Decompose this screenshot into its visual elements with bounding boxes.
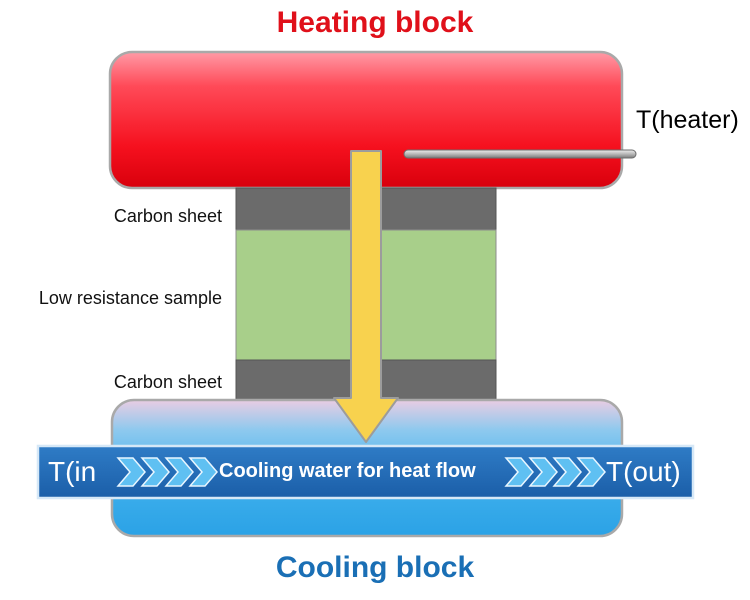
carbon-sheet-bottom-label: Carbon sheet [113, 372, 222, 392]
chevron-icon [140, 457, 170, 487]
flow-chevrons-outlet [504, 457, 606, 487]
heater-temperature-label: T(heater) [636, 106, 739, 134]
chevron-icon [504, 457, 534, 487]
heating-block-title: Heating block [276, 6, 474, 39]
cooling-block-title: Cooling block [275, 551, 475, 584]
cooling-water-channel [36, 444, 695, 500]
carbon-sheet-top-label: Carbon sheet [113, 206, 222, 226]
chevron-icon [116, 457, 146, 487]
chevron-icon [528, 457, 558, 487]
inlet-temperature-label: T(in [48, 456, 97, 487]
chevron-icon [552, 457, 582, 487]
outlet-temperature-label: T(out) [606, 456, 681, 487]
chevron-icon [188, 457, 218, 487]
chevron-icon [576, 457, 606, 487]
chevron-icon [164, 457, 194, 487]
cooling-water-label: Cooling water for heat flow [219, 460, 476, 482]
heat-flow-arrow [333, 150, 399, 443]
flow-chevrons-inlet [116, 457, 218, 487]
heater-probe [403, 149, 637, 159]
sample-label: Low resistance sample [38, 288, 222, 308]
